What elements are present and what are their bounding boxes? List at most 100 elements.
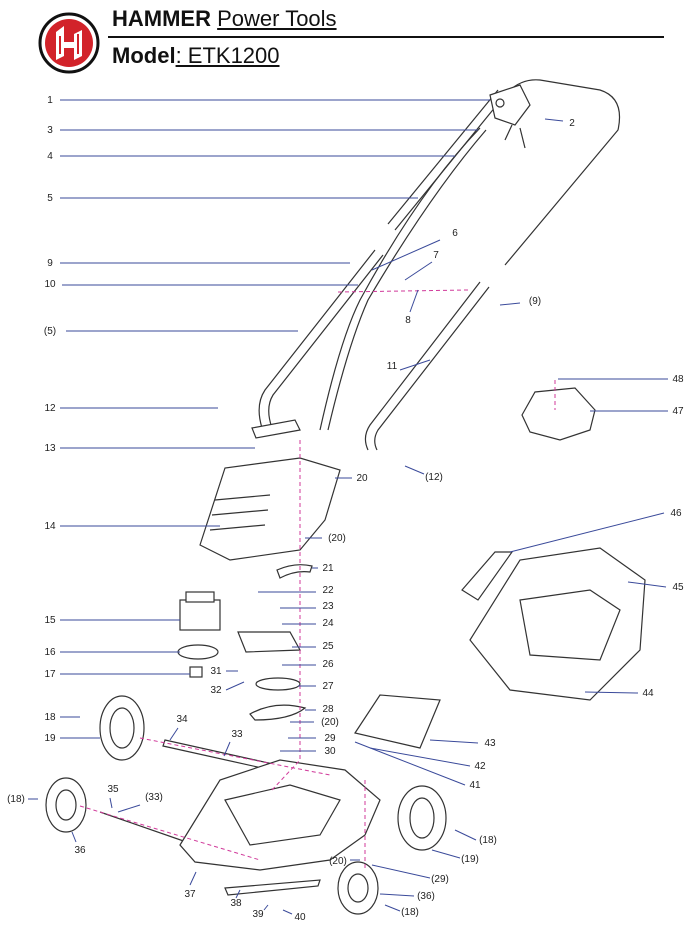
part-label: (29) <box>431 874 449 885</box>
part-label: 39 <box>252 909 264 920</box>
mower-deck <box>179 759 381 871</box>
front-left-wheel <box>45 777 87 833</box>
leader-line <box>117 804 141 813</box>
assembly-axes <box>79 289 556 870</box>
part-label: 27 <box>322 681 334 692</box>
part-label: 38 <box>230 898 242 909</box>
leader-line <box>399 359 431 371</box>
part-label: 20 <box>356 473 368 484</box>
part-label: (18) <box>401 907 419 918</box>
mulch-cover <box>521 387 596 441</box>
grass-box <box>469 547 646 701</box>
model-line: Model: ETK1200 <box>112 43 280 69</box>
part-label: (20) <box>328 533 346 544</box>
leader-line <box>235 889 241 899</box>
part-label: (33) <box>145 792 163 803</box>
part-label: 12 <box>44 403 56 414</box>
part-label: 31 <box>210 666 222 677</box>
fan <box>177 644 219 660</box>
leader-line <box>371 239 441 271</box>
part-label: 42 <box>474 761 486 772</box>
switch-box <box>489 84 531 126</box>
part-label: (20) <box>329 856 347 867</box>
part-label: 16 <box>44 647 56 658</box>
part-label: 45 <box>672 582 684 593</box>
leader-line <box>384 904 401 912</box>
leader-line <box>369 747 471 767</box>
model-number: : ETK1200 <box>175 43 280 68</box>
leader-line <box>354 741 466 786</box>
handle-grip <box>251 419 301 439</box>
brand-subtitle: Power Tools <box>217 6 337 31</box>
part-label: 32 <box>210 685 222 696</box>
leader-line <box>263 904 269 911</box>
leader-line <box>584 691 639 694</box>
bracket <box>237 631 301 653</box>
leader-line <box>404 465 425 475</box>
lower-left-handle <box>258 249 376 429</box>
motor <box>179 599 221 631</box>
part-label: 44 <box>642 688 654 699</box>
part-label: 11 <box>387 361 398 372</box>
part-label: 24 <box>322 618 334 629</box>
part-label: 43 <box>484 738 496 749</box>
part-label: (19) <box>461 854 479 865</box>
leader-line <box>544 118 564 122</box>
part-label: 41 <box>469 780 481 791</box>
leader-line <box>509 512 665 553</box>
model-label: Model <box>112 43 176 68</box>
part-label: 5 <box>47 193 53 204</box>
leader-line <box>225 681 245 691</box>
leader-line <box>454 829 477 841</box>
part-label: 6 <box>452 228 458 239</box>
part-label: 14 <box>44 521 56 532</box>
part-label: 30 <box>324 746 336 757</box>
leader-lines <box>28 99 668 915</box>
header-rule <box>108 36 664 38</box>
blade <box>224 879 321 896</box>
leader-line <box>282 909 293 915</box>
leader-line <box>189 871 197 886</box>
part-label: 37 <box>184 889 196 900</box>
part-label: 15 <box>44 615 56 626</box>
part-label: 26 <box>322 659 334 670</box>
part-label: 8 <box>405 315 411 326</box>
leader-line <box>431 849 461 859</box>
front-right-wheel <box>337 861 379 915</box>
part-label: (5) <box>44 326 56 337</box>
part-label: 34 <box>176 714 188 725</box>
part-label: (18) <box>7 794 25 805</box>
part-label: 19 <box>44 733 56 744</box>
leader-line <box>109 797 113 809</box>
title-block: HAMMER Power Tools Model: ETK1200 <box>0 0 694 80</box>
part-label: 2 <box>569 118 575 129</box>
leader-line <box>169 727 179 741</box>
part-label: 36 <box>74 845 86 856</box>
part-label: 9 <box>47 258 53 269</box>
part-label: 23 <box>322 601 334 612</box>
part-label: 28 <box>322 704 334 715</box>
part-label: 21 <box>322 563 334 574</box>
part-label: 48 <box>672 374 684 385</box>
part-label: 25 <box>322 641 334 652</box>
leader-line <box>371 864 431 879</box>
leader-line <box>379 893 415 897</box>
part-label: (18) <box>479 835 497 846</box>
brand-name: HAMMER <box>112 6 211 31</box>
part-drawings <box>45 79 646 915</box>
leader-line <box>499 302 521 306</box>
part-label: (20) <box>321 717 339 728</box>
rear-right-wheel <box>397 785 447 851</box>
part-label: 33 <box>231 729 243 740</box>
leader-line <box>71 831 77 843</box>
part-label: 1 <box>47 95 53 106</box>
part-label: (12) <box>425 472 443 483</box>
part-label: (9) <box>529 296 541 307</box>
part-label: 13 <box>44 443 56 454</box>
part-label: 29 <box>324 733 336 744</box>
leader-line <box>429 739 479 744</box>
power-cable <box>319 127 481 431</box>
part-label: 18 <box>44 712 56 723</box>
